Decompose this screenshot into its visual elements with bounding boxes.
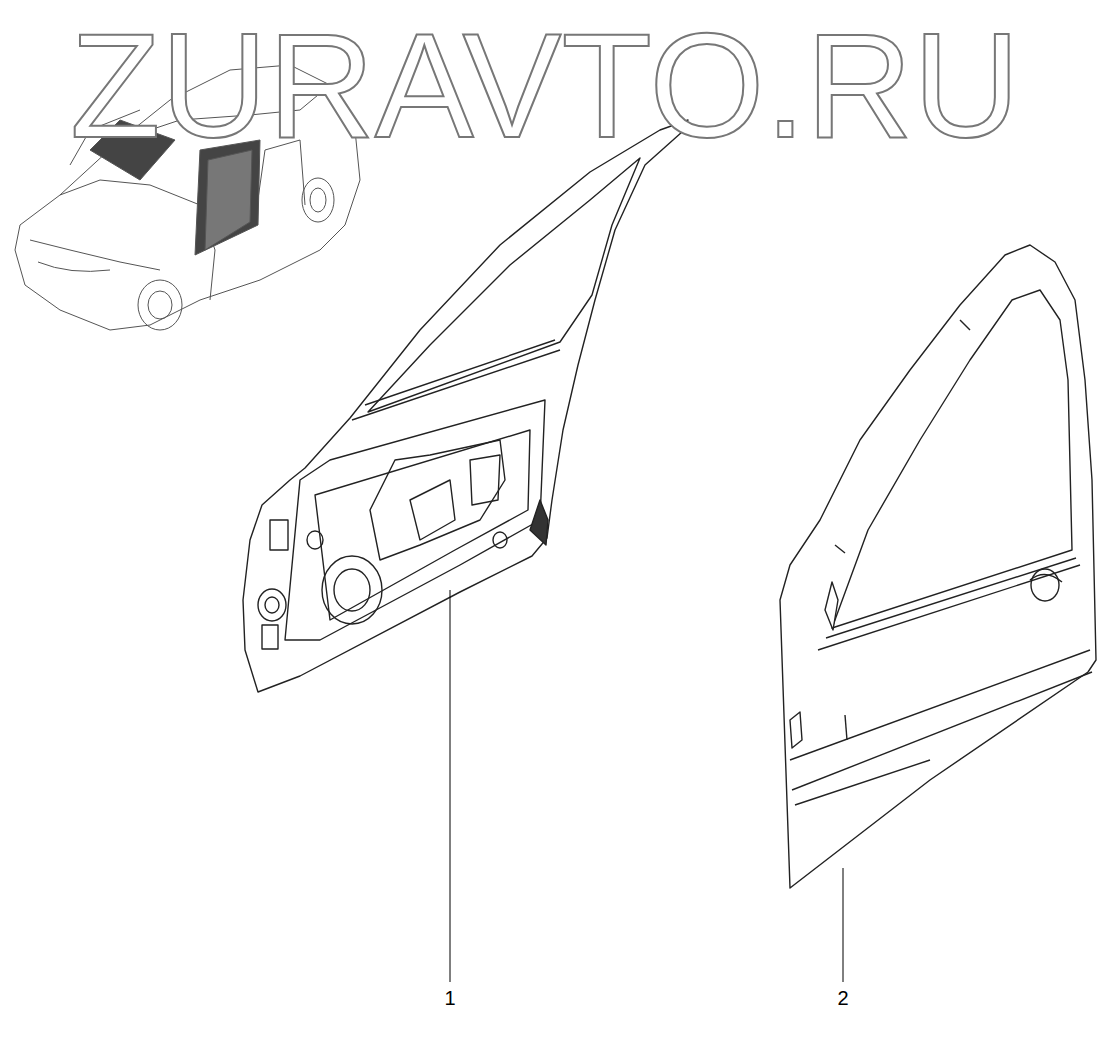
door-outer-panel: [780, 245, 1096, 888]
door-inner-panel: [243, 120, 688, 692]
leader-line: [450, 590, 451, 982]
leader-line: [843, 868, 844, 982]
watermark: ZURAVTO.RU: [70, 12, 1020, 160]
callout-number: 1: [442, 988, 457, 1008]
callout-number: 2: [835, 988, 850, 1008]
